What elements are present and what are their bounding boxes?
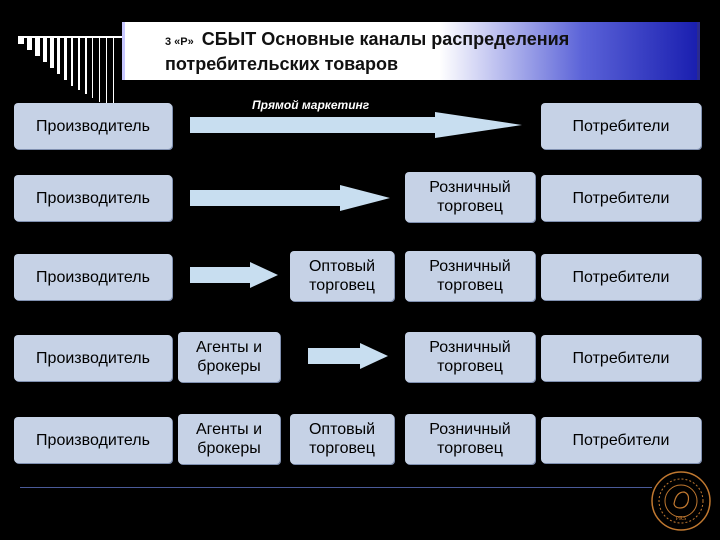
consumer-box: Потребители (541, 254, 701, 300)
arrow-agents-to-retailer (308, 343, 388, 369)
page-title: 3 «Р»СБЫТ Основные каналы распределения … (165, 28, 685, 75)
retailer-box: Розничный торговец (405, 332, 535, 382)
arrow-producer-to-wholesaler (190, 262, 278, 288)
wholesaler-box: Оптовый торговец (290, 251, 394, 301)
retailer-box: Розничный торговец (405, 172, 535, 222)
arrow-direct-marketing (190, 112, 522, 138)
wholesaler-box: Оптовый торговец (290, 414, 394, 464)
producer-box: Производитель (14, 417, 172, 463)
producer-box: Производитель (14, 103, 172, 149)
consumer-box: Потребители (541, 103, 701, 149)
consumer-box: Потребители (541, 335, 701, 381)
producer-box: Производитель (14, 175, 172, 221)
seal-text: PRS (676, 516, 687, 522)
arrow-producer-to-retailer (190, 185, 390, 211)
title-prefix: 3 «Р» (165, 36, 194, 48)
title-banner: 3 «Р»СБЫТ Основные каналы распределения … (122, 22, 700, 80)
retailer-box: Розничный торговец (405, 251, 535, 301)
retailer-box: Розничный торговец (405, 414, 535, 464)
consumer-box: Потребители (541, 175, 701, 221)
university-seal-logo: PRS (651, 471, 711, 531)
title-main: СБЫТ Основные каналы распределения потре… (165, 29, 570, 74)
footer-divider (20, 487, 652, 488)
agents-box: Агенты и брокеры (178, 332, 280, 382)
producer-box: Производитель (14, 335, 172, 381)
consumer-box: Потребители (541, 417, 701, 463)
direct-marketing-label: Прямой маркетинг (252, 98, 370, 112)
agents-box: Агенты и брокеры (178, 414, 280, 464)
producer-box: Производитель (14, 254, 172, 300)
